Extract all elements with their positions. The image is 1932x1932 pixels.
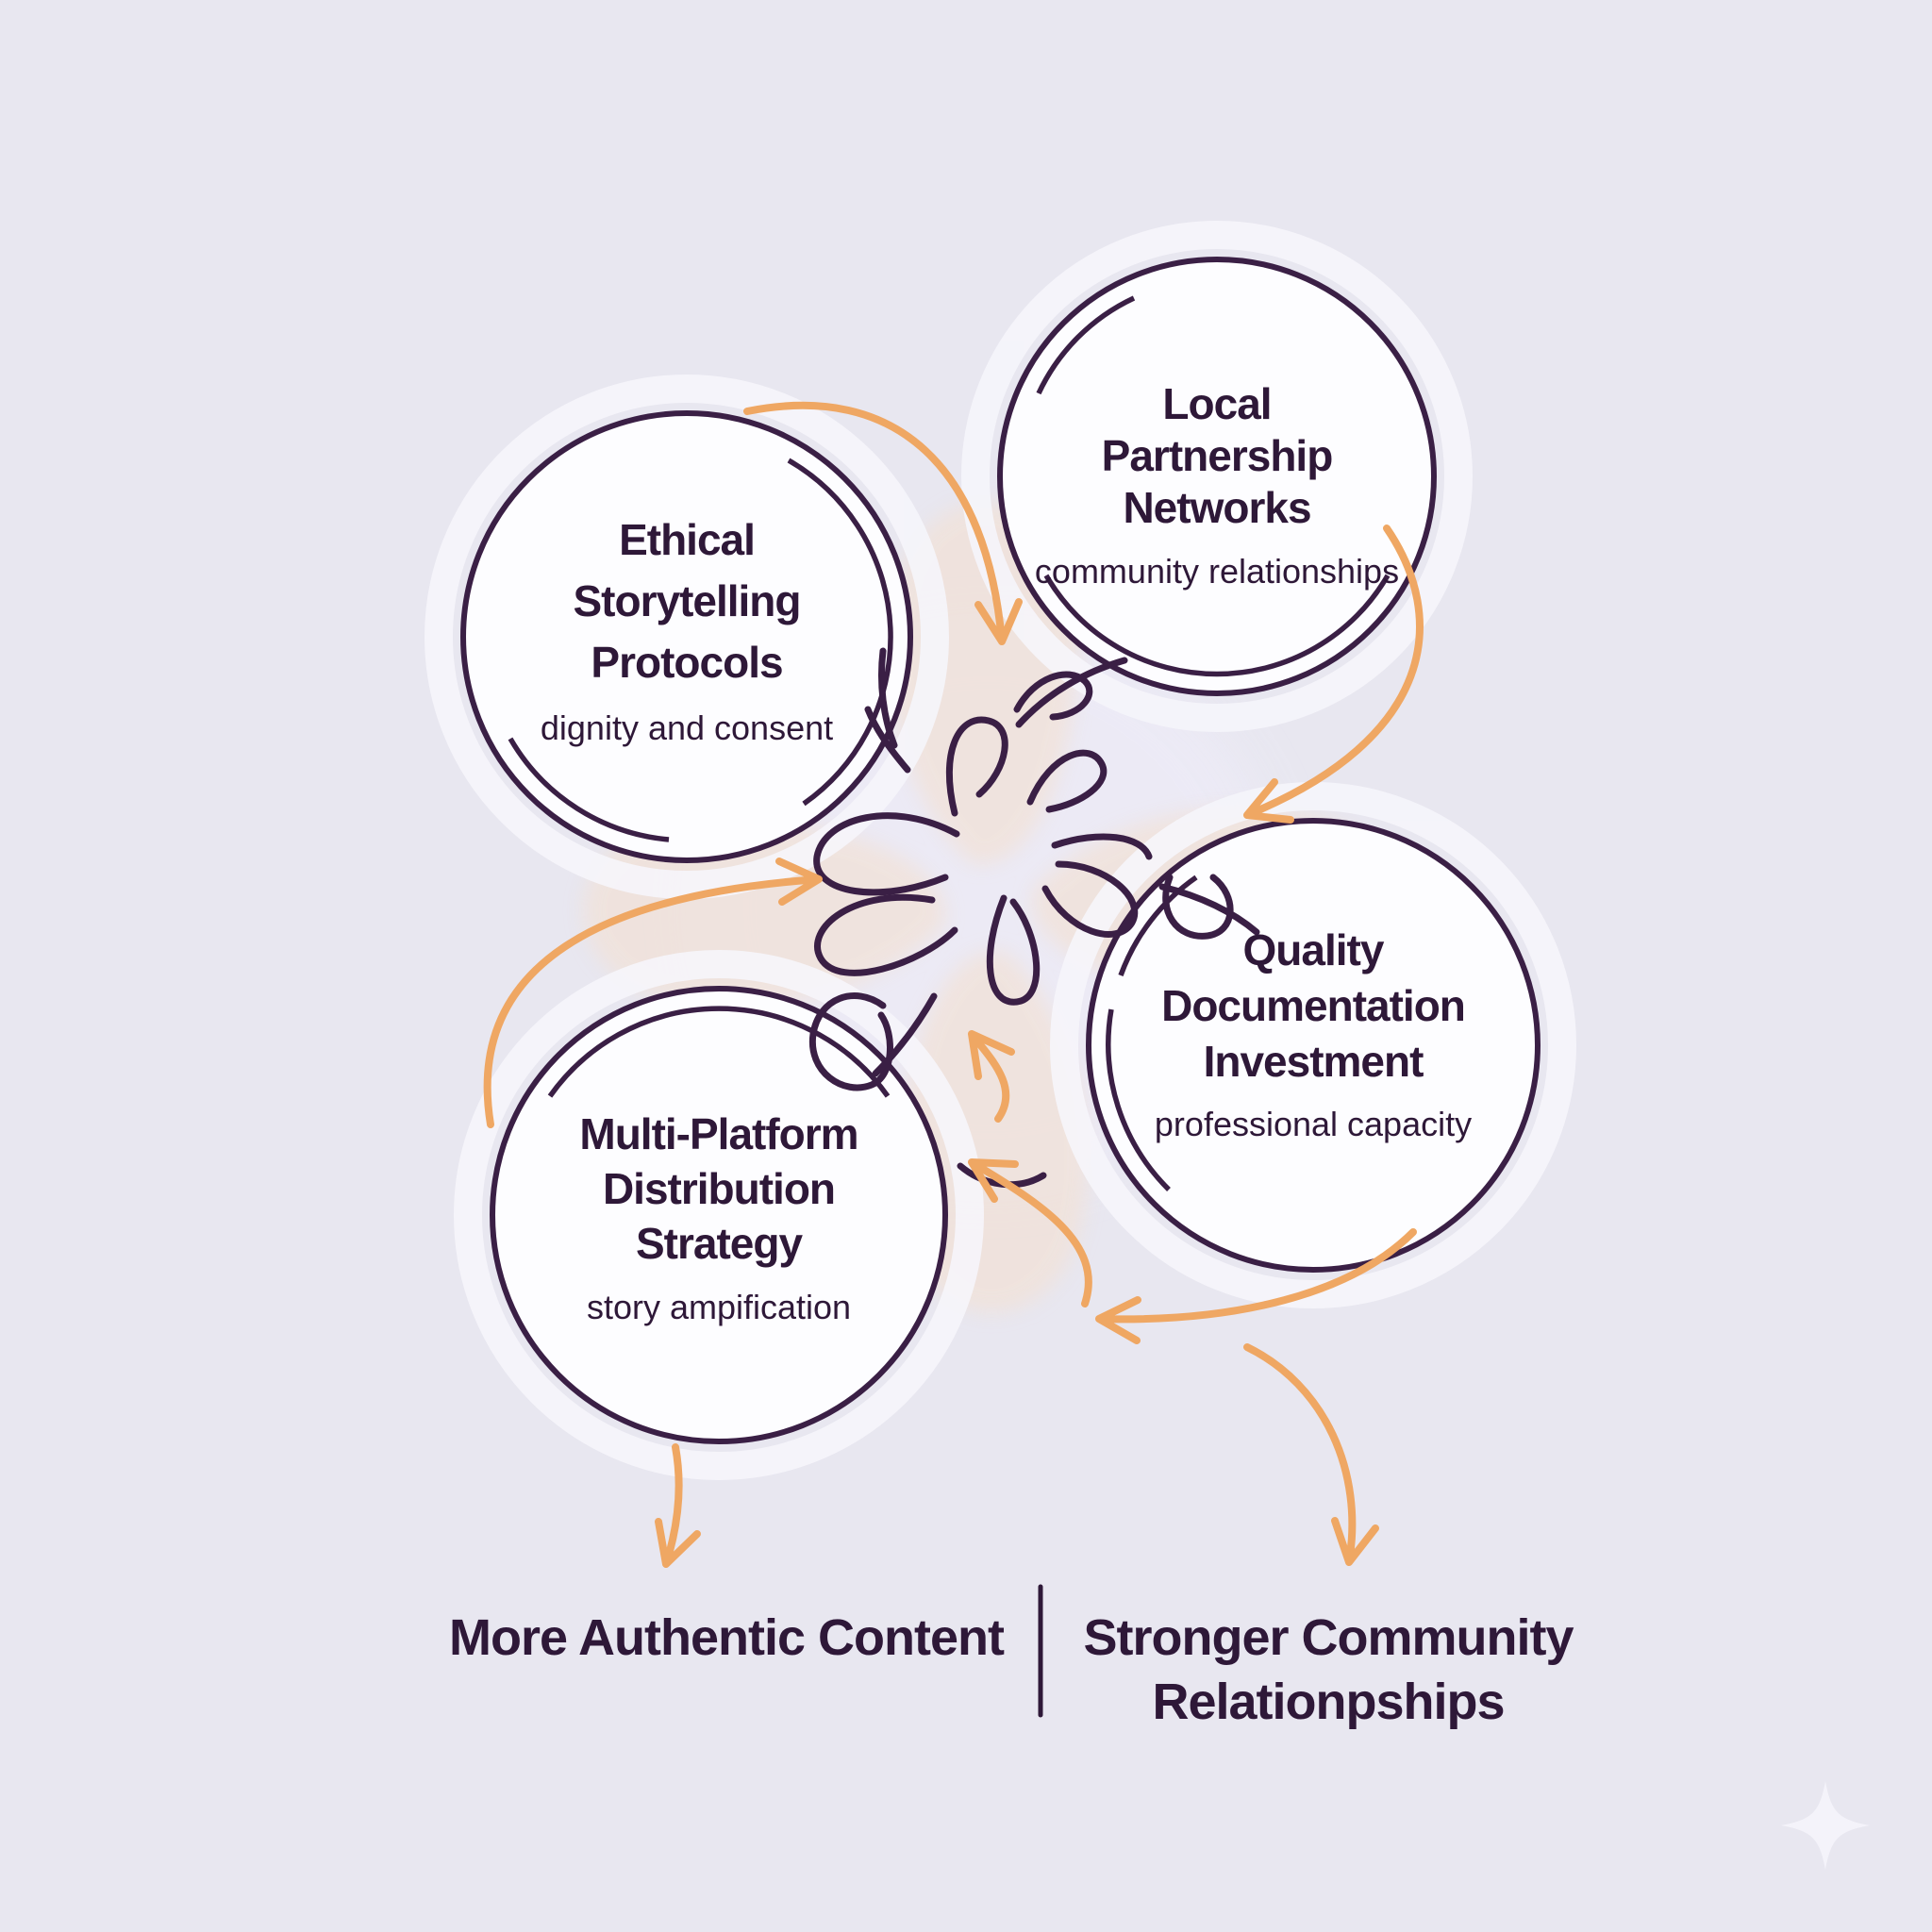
center-knot-doodle [808,647,1260,1189]
node-label-quality-documentation: Quality Documentation Investment profess… [1155,925,1472,1143]
node-title-line: Multi-Platform [579,1109,858,1158]
node-title-line: Local [1162,379,1271,428]
node-title-line: Strategy [636,1219,803,1268]
node-title-line: Networks [1123,483,1310,532]
flow-arrows [483,401,1424,1568]
arrow-ethical-to-center [743,401,1023,645]
arrow-to-stronger-community [1243,1343,1379,1566]
arrow-to-more-authentic-content [655,1443,701,1568]
node-label-multi-platform: Multi-Platform Distribution Strategy sto… [579,1109,858,1326]
node-subtitle: dignity and consent [541,708,833,747]
node-title-line: Ethical [619,515,755,564]
halo-multiplatform [454,950,984,1480]
outcome-more-authentic-content: More Authentic Content [449,1609,1005,1666]
arrow-up-to-center-lower [968,1158,1092,1307]
arrow-partnership-to-center [1243,525,1424,824]
node-subtitle: professional capacity [1155,1105,1472,1143]
outcome-stronger-community-line1: Stronger Community [1083,1609,1574,1666]
arrow-documentation-to-center [1095,1228,1417,1344]
node-subtitle: story ampification [587,1288,851,1326]
node-title-line: Storytelling [573,576,800,625]
node-title-line: Quality [1243,925,1385,974]
arrow-up-to-center-upper [968,1030,1015,1123]
halo-partnership [961,221,1473,732]
node-labels: Ethical Storytelling Protocols dignity a… [541,379,1472,1326]
node-title-line: Partnership [1102,431,1333,480]
node-circle-ethical-storytelling [460,410,913,863]
inner-sketch-arcs [508,295,1391,1191]
outcome-labels: More Authentic Content Stronger Communit… [449,1609,1574,1730]
outcome-stronger-community-line2: Relationpships [1152,1674,1504,1730]
node-subtitle: community relationships [1035,552,1399,591]
node-title-line: Distribution [603,1164,835,1213]
node-title-line: Investment [1204,1037,1424,1086]
sparkle-icon [1781,1781,1870,1870]
halo-ethical [425,375,949,899]
node-title-line: Protocols [591,638,782,687]
node-circle-multi-platform [490,986,948,1444]
node-label-local-partnership: Local Partnership Networks community rel… [1035,379,1399,591]
arrow-multiplatform-to-center [483,858,823,1128]
node-label-ethical-storytelling: Ethical Storytelling Protocols dignity a… [541,515,833,747]
node-circle-local-partnership [997,257,1437,696]
node-title-line: Documentation [1161,981,1465,1030]
